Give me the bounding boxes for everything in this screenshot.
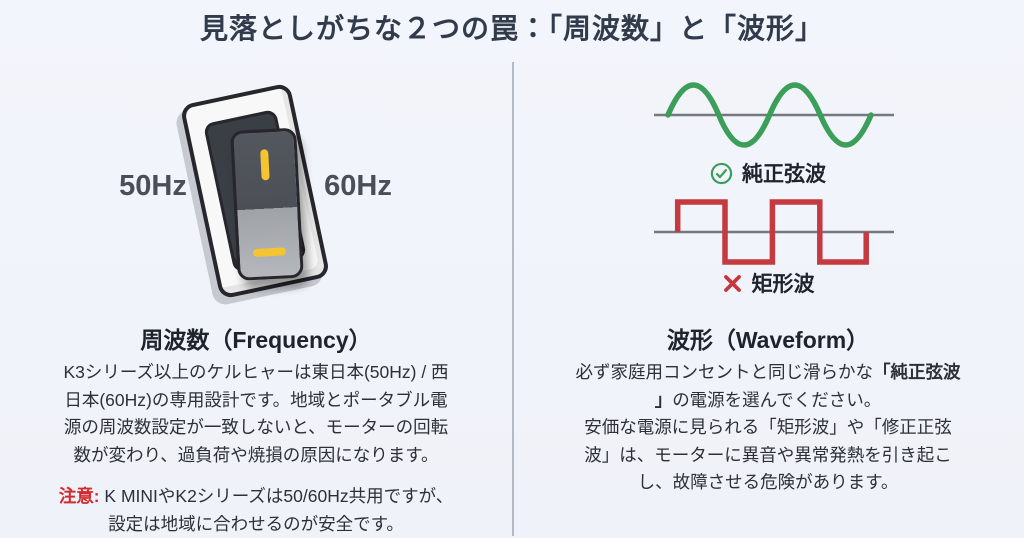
page-title: 見落としがちな２つの罠：「周波数」と「波形」: [199, 13, 824, 44]
frequency-body-text: K3シリーズ以上のケルヒャーは東日本(50Hz) / 西 日本(60Hz)の専用…: [63, 362, 449, 465]
switch-plate: [179, 82, 331, 300]
square-wave-diagram: [654, 199, 894, 265]
frequency-heading: 周波数（Frequency）: [140, 327, 372, 353]
switch-off-mark-icon: [252, 247, 287, 258]
square-wave-path: [674, 199, 869, 265]
waveform-body-text: 必ず家庭用コンセントと同じ滑らかな「純正弦波 」の電源を選んでください。 安価な…: [538, 359, 998, 497]
text-segment: 必ず家庭用コンセントと同じ滑らかな: [575, 362, 874, 382]
label-60hz: 60Hz: [324, 170, 392, 202]
square-wave-label: 矩形波: [751, 273, 815, 296]
waveform-section: 純正弦波 矩形波 波形（Waveform） 必ず家庭用コンセントと同じ滑らかな「…: [512, 0, 1024, 538]
sine-label-row: 純正弦波: [512, 158, 1024, 188]
x-icon: [723, 274, 741, 292]
frequency-note-text: 注意: K MINIやK2シリーズは50/60Hz共用ですが、 設定は地域に合わ…: [26, 483, 486, 538]
square-label-row: 矩形波: [512, 268, 1024, 298]
sine-wave-label: 純正弦波: [742, 163, 826, 186]
switch-on-mark-icon: [260, 149, 270, 181]
switch-rocker: [230, 127, 304, 281]
waveform-heading: 波形（Waveform）: [666, 327, 870, 353]
label-50hz: 50Hz: [119, 170, 187, 202]
sine-wave-diagram: [654, 82, 894, 148]
text-segment: 注意:: [58, 486, 100, 506]
text-segment: K MINIやK2シリーズは50/60Hz共用ですが、 設定は地域に合わせるのが…: [104, 486, 454, 534]
text-segment: の電源を選んでください。 安価な電源に見られる「矩形波」や「修正正弦 波」は、モ…: [584, 389, 952, 493]
check-circle-icon: [710, 162, 733, 184]
text-segment: 「純正弦波 」: [654, 362, 961, 410]
vertical-divider: [512, 62, 514, 536]
switch-bezel: [203, 108, 307, 281]
sine-wave-path: [665, 82, 874, 148]
rocker-switch-illustration: [179, 82, 331, 300]
frequency-section: 50Hz 60Hz 周波数（Frequency） K3シリーズ以上のケルヒャーは…: [26, 82, 486, 538]
